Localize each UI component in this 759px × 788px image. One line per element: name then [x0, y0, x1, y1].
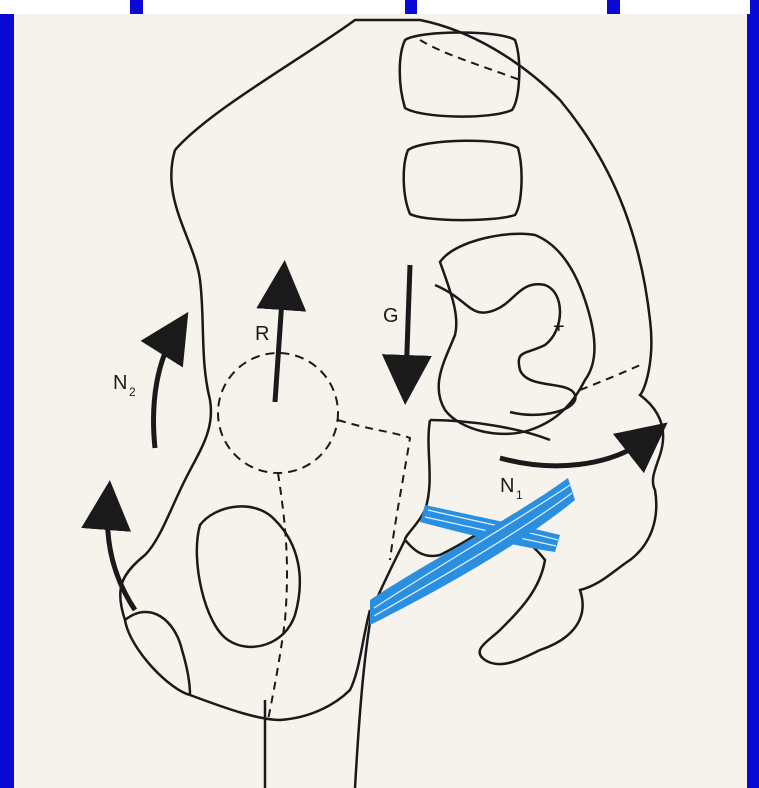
label-g: G	[383, 305, 399, 327]
label-n1-sub: 1	[516, 488, 523, 502]
paper-background	[14, 14, 747, 788]
label-n1: N	[500, 475, 514, 497]
label-r: R	[255, 323, 269, 345]
label-plus: +	[553, 316, 565, 338]
label-n2-sub: 2	[129, 385, 136, 399]
label-n2: N	[113, 372, 127, 394]
